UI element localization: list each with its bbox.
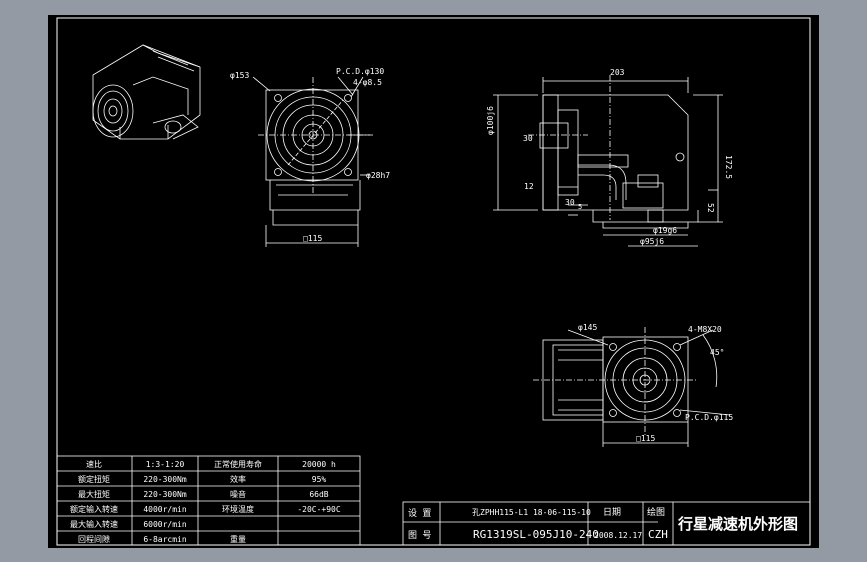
side-offset: 12 bbox=[524, 182, 534, 191]
spec-cell: 20000 h bbox=[302, 460, 336, 469]
side-height: 172.5 bbox=[724, 155, 733, 179]
top-width: □115 bbox=[303, 234, 322, 243]
spec-cell: 效率 bbox=[230, 474, 246, 484]
spec-cell: 220-300Nm bbox=[143, 475, 187, 484]
side-mid-diameter: φ95j6 bbox=[640, 237, 664, 246]
spec-cell: 95% bbox=[312, 475, 327, 484]
spec-cell: 环境温度 bbox=[222, 504, 254, 514]
title-row1-label: 设 置 bbox=[408, 508, 431, 519]
spec-cell: 6-8arcmin bbox=[143, 535, 187, 544]
title-date: 2008.12.17 bbox=[594, 531, 642, 540]
top-pcd: P.C.D.φ130 bbox=[336, 67, 384, 76]
title-date-label: 日期 bbox=[603, 507, 621, 518]
title-main: 行星减速机外形图 bbox=[677, 515, 798, 533]
cad-drawing: φ153 P.C.D.φ130 4-φ8.5 φ28h7 □115 bbox=[56, 17, 811, 546]
spec-cell: 最大扭矩 bbox=[78, 489, 110, 499]
side-key: 30 bbox=[523, 134, 533, 143]
title-spec: 孔ZPHH115-L1 18-06-115-10 bbox=[472, 508, 591, 517]
side-view bbox=[493, 75, 723, 247]
bottom-pcd: P.C.D.φ115 bbox=[685, 413, 733, 422]
bottom-angle: 45° bbox=[710, 348, 724, 357]
side-length: 203 bbox=[610, 68, 625, 77]
title-drawn-by: CZH bbox=[648, 528, 668, 541]
spec-cell: 1:3-1:20 bbox=[146, 460, 185, 469]
side-inner-diameter: φ19g6 bbox=[653, 226, 677, 235]
bottom-width: □115 bbox=[636, 434, 655, 443]
spec-cell: 最大输入转速 bbox=[70, 519, 118, 529]
top-small-diameter: φ28h7 bbox=[366, 171, 390, 180]
spec-cell: 220-300Nm bbox=[143, 490, 187, 499]
title-drawn-label: 绘图 bbox=[647, 506, 665, 518]
spec-cell: 重量 bbox=[230, 534, 246, 544]
isometric-view bbox=[92, 44, 201, 140]
bottom-flange-diameter: φ145 bbox=[578, 323, 597, 332]
spec-cell: 66dB bbox=[309, 490, 328, 499]
top-outer-diameter: φ153 bbox=[230, 71, 249, 80]
spec-cell: -20C-+90C bbox=[297, 505, 341, 514]
spec-cell: 正常使用寿命 bbox=[214, 459, 262, 469]
top-holes: 4-φ8.5 bbox=[353, 78, 382, 87]
bottom-view bbox=[533, 327, 731, 447]
spec-cell: 4000r/min bbox=[143, 505, 187, 514]
spec-cell: 6000r/min bbox=[143, 520, 187, 529]
top-view bbox=[252, 76, 373, 247]
title-row2-label: 图 号 bbox=[408, 530, 431, 541]
bottom-holes: 4-M8X20 bbox=[688, 325, 722, 334]
side-base: 52 bbox=[706, 203, 715, 213]
title-drawing-no: RG1319SL-095J10-240 bbox=[473, 528, 599, 541]
drawing-sheet: φ153 P.C.D.φ130 4-φ8.5 φ28h7 □115 bbox=[48, 15, 819, 548]
side-shaft-length: 30 bbox=[565, 198, 575, 207]
spec-table bbox=[56, 455, 361, 546]
side-gap: 5 bbox=[578, 203, 582, 211]
spec-cell: 回程间隙 bbox=[78, 534, 110, 544]
spec-cell: 额定输入转速 bbox=[70, 504, 118, 514]
side-bore-diameter: φ100j6 bbox=[486, 106, 495, 135]
spec-cell: 额定扭矩 bbox=[78, 474, 110, 484]
spec-table-cells: 速比 1:3-1:20 正常使用寿命 20000 h 额定扭矩 220-300Nm 效率 95… bbox=[70, 459, 341, 544]
spec-cell: 噪音 bbox=[230, 489, 246, 499]
spec-cell: 速比 bbox=[86, 459, 102, 469]
title-block bbox=[402, 501, 811, 546]
